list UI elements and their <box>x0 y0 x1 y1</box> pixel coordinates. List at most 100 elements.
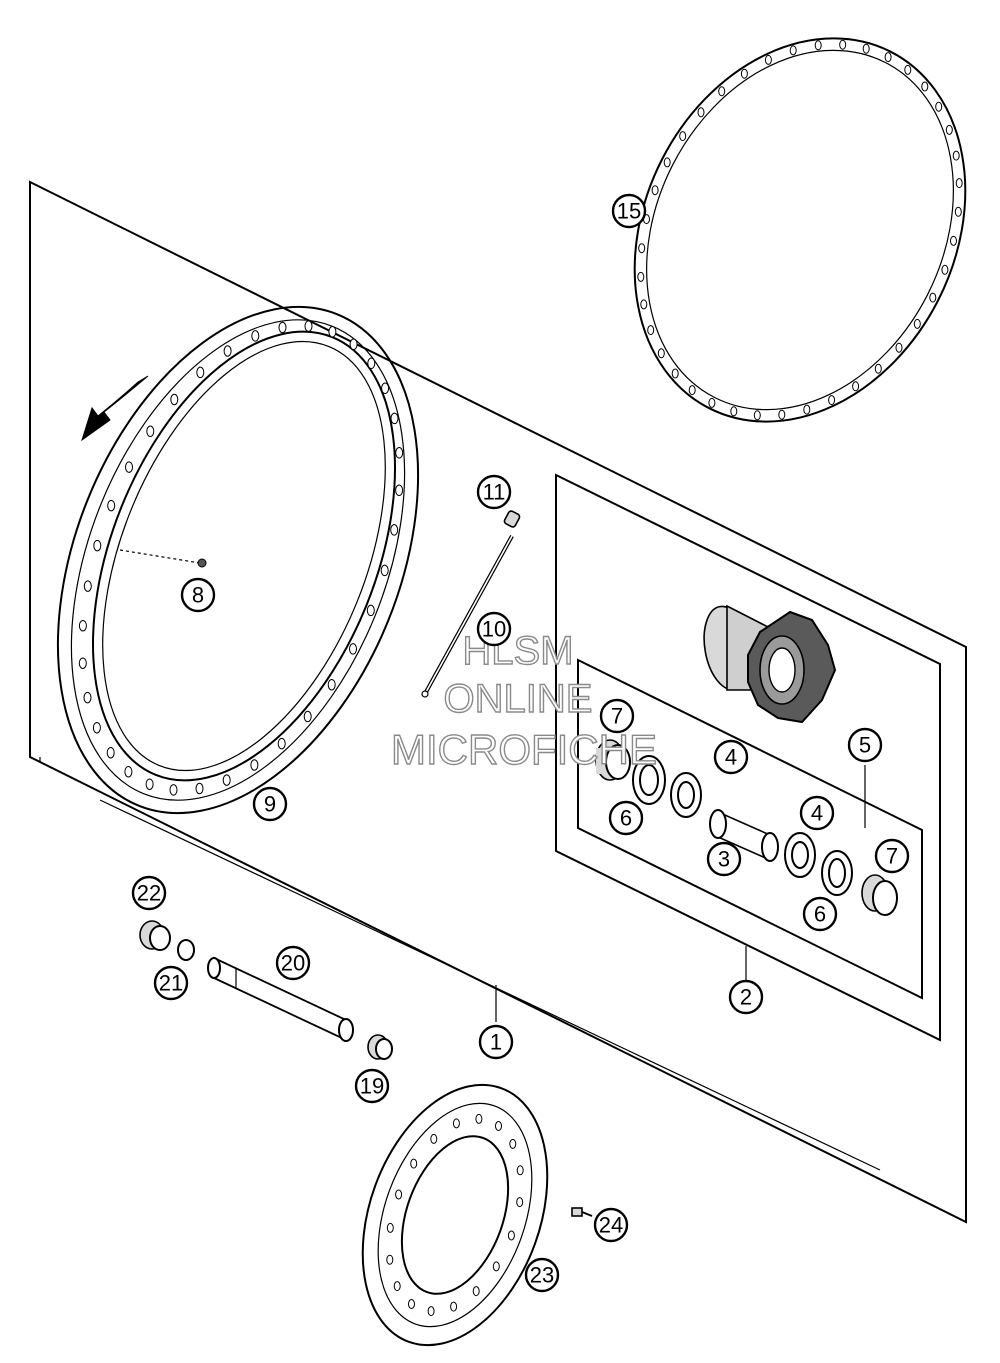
hole <box>223 345 232 357</box>
callout-8: 8 <box>180 577 216 613</box>
axle-20 <box>207 956 354 1042</box>
callout-5: 5 <box>847 727 883 763</box>
hole <box>730 406 738 417</box>
callout-2: 2 <box>728 979 764 1015</box>
rim-spoke-holes <box>78 320 404 796</box>
disc-screw-24 <box>571 1207 593 1217</box>
leader-lines <box>39 757 881 1171</box>
callout-6a: 6 <box>608 800 644 836</box>
svg-text:20: 20 <box>281 951 305 976</box>
hole <box>637 271 645 282</box>
hole <box>803 404 811 415</box>
hole <box>386 1254 394 1265</box>
svg-text:21: 21 <box>159 971 183 996</box>
hole <box>408 1299 415 1309</box>
hole <box>941 264 949 275</box>
spacer-19 <box>367 1034 393 1060</box>
svg-text:15: 15 <box>617 199 641 224</box>
hole <box>380 564 389 577</box>
spoke-nipple-11 <box>503 510 521 528</box>
hole <box>828 395 836 406</box>
hole <box>708 397 716 408</box>
hole <box>93 539 102 552</box>
callout-3: 3 <box>706 841 742 877</box>
hole <box>395 447 404 459</box>
hole <box>874 363 882 374</box>
hole <box>450 1301 458 1312</box>
callout-7b: 7 <box>874 838 910 874</box>
svg-text:24: 24 <box>599 1213 623 1238</box>
svg-text:6: 6 <box>814 902 826 927</box>
hole <box>349 338 358 351</box>
callout-10: 10 <box>476 611 512 647</box>
bearing-4-right <box>784 832 816 878</box>
hole <box>651 185 659 196</box>
hole <box>327 678 336 691</box>
watermark-line2: ONLINE <box>444 677 593 721</box>
hole <box>78 619 87 632</box>
hole <box>516 1197 524 1208</box>
hole <box>753 410 761 421</box>
hole <box>472 1286 480 1297</box>
hole <box>492 1261 500 1272</box>
hole <box>688 385 696 396</box>
seal-6-left <box>632 755 666 805</box>
callout-21: 21 <box>153 965 189 1001</box>
hole <box>222 774 231 786</box>
hole <box>390 412 399 425</box>
callout-24: 24 <box>593 1207 629 1243</box>
hole <box>697 107 705 118</box>
hole <box>950 235 957 246</box>
hole <box>495 1121 502 1131</box>
callout-11: 11 <box>476 474 512 510</box>
hole <box>395 484 404 497</box>
hole <box>395 1189 403 1200</box>
hole <box>904 64 912 75</box>
svg-text:23: 23 <box>530 1263 554 1288</box>
spoke-nipple <box>197 558 207 568</box>
hole <box>410 1158 418 1169</box>
hole <box>475 1113 483 1124</box>
hole <box>366 604 375 617</box>
hole <box>952 150 960 161</box>
watermark: HLSM ONLINE MICROFICHE <box>390 628 657 773</box>
rim-tape <box>633 37 967 423</box>
svg-text:22: 22 <box>137 881 161 906</box>
hole <box>640 299 648 310</box>
hole <box>657 348 665 359</box>
hole <box>196 366 205 379</box>
hole <box>895 342 903 353</box>
hole <box>169 784 178 796</box>
callout-6b: 6 <box>802 896 838 932</box>
svg-text:6: 6 <box>620 806 632 831</box>
hole <box>328 326 337 338</box>
svg-text:5: 5 <box>859 733 871 758</box>
hole <box>125 461 133 473</box>
distance-sleeve-3 <box>709 809 779 862</box>
hole <box>507 1230 515 1241</box>
svg-text:4: 4 <box>811 801 823 826</box>
hole <box>740 68 748 79</box>
hole <box>509 1138 517 1149</box>
watermark-line3: MICROFICHE <box>391 726 657 773</box>
rim <box>56 305 420 815</box>
hole <box>679 131 687 142</box>
svg-text:10: 10 <box>482 617 506 642</box>
hole <box>303 710 312 723</box>
brake-disc-holes <box>386 1113 524 1317</box>
callout-19: 19 <box>354 1068 390 1104</box>
washer-21 <box>177 939 195 961</box>
svg-text:19: 19 <box>360 1074 384 1099</box>
hole <box>386 1222 394 1233</box>
hole <box>304 320 313 332</box>
rotation-direction-arrow-icon <box>81 375 149 442</box>
hole <box>671 368 679 379</box>
hole <box>955 178 963 189</box>
hole <box>106 746 115 759</box>
svg-text:7: 7 <box>886 844 898 869</box>
hole <box>884 52 892 63</box>
hole <box>954 206 962 217</box>
wheel-hub <box>703 604 837 724</box>
hole <box>663 157 671 168</box>
